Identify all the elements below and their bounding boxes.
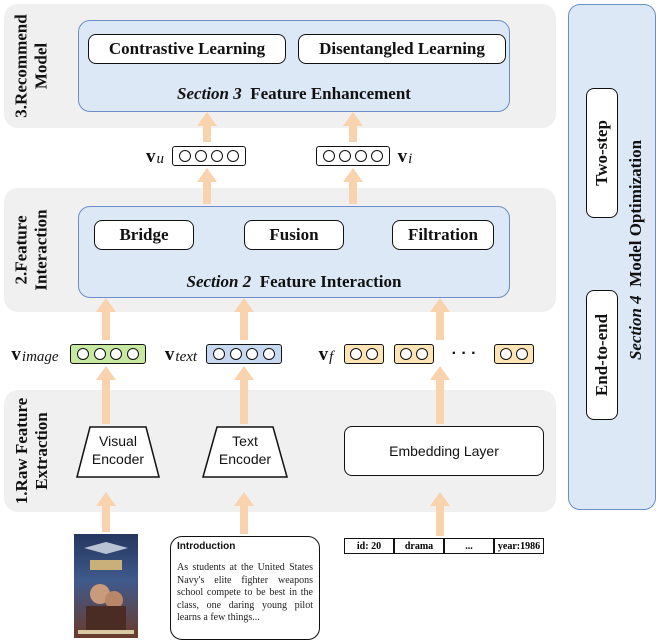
v-f-vector <box>344 344 384 364</box>
section2-number: Section 2 <box>186 272 252 291</box>
vector-cell <box>339 150 351 162</box>
vector-cell <box>415 348 428 360</box>
section3-name: Feature Enhancement <box>250 84 411 103</box>
introduction-text: As students at the United States Navy's … <box>177 562 313 623</box>
metadata-genre: drama <box>394 538 444 554</box>
vector-cell <box>400 348 413 360</box>
vector-cell <box>246 348 259 360</box>
bridge-module: Bridge <box>94 220 194 250</box>
vector-cell <box>126 348 139 360</box>
vector-cell <box>227 150 239 162</box>
interaction-layer-label: 2.Feature Interaction <box>12 209 51 291</box>
vector-cell <box>229 348 242 360</box>
disentangled-learning-module: Disentangled Learning <box>298 34 506 64</box>
contrastive-learning-module: Contrastive Learning <box>88 34 286 64</box>
vector-cell <box>355 150 367 162</box>
section4-name: Model Optimization <box>626 139 645 287</box>
visual-encoder-shape <box>76 426 160 478</box>
vector-cell <box>350 348 363 360</box>
fusion-module: Fusion <box>244 220 344 250</box>
v-u-vector <box>172 146 246 166</box>
vector-cell <box>371 150 383 162</box>
vector-cell <box>323 150 335 162</box>
vector-cell <box>110 348 123 360</box>
v-image-vector <box>70 344 146 364</box>
embedding-layer-box: Embedding Layer <box>344 426 544 476</box>
section4-number: Section 4 <box>626 295 645 361</box>
vector-cell <box>211 150 223 162</box>
filtration-module: Filtration <box>392 220 494 250</box>
v-i-vector <box>316 146 390 166</box>
field-vector-n <box>494 344 534 364</box>
section3-caption: Section 3 Feature Enhancement <box>78 84 510 104</box>
section3-number: Section 3 <box>177 84 242 103</box>
vector-cell <box>179 150 191 162</box>
field-vector-2 <box>394 344 434 364</box>
vector-cell <box>93 348 106 360</box>
introduction-card: Introduction As students at the United S… <box>170 536 320 640</box>
vector-cell <box>213 348 226 360</box>
movie-poster-image <box>74 534 138 638</box>
vector-cell <box>515 348 528 360</box>
vector-cell <box>77 348 90 360</box>
vector-cell <box>195 150 207 162</box>
vector-cell <box>262 348 275 360</box>
introduction-title: Introduction <box>177 541 236 552</box>
vector-cell <box>365 348 378 360</box>
metadata-year: year:1986 <box>494 538 544 554</box>
metadata-id: id: 20 <box>344 538 394 554</box>
section2-caption: Section 2 Feature Interaction <box>78 272 510 292</box>
vector-cell <box>500 348 513 360</box>
text-encoder-label: Text Encoder <box>218 433 272 467</box>
extraction-layer-label: 1.Raw Feature Extraction <box>12 397 52 505</box>
visual-encoder-label: Visual Encoder <box>91 433 145 467</box>
section4-caption: Section 4 Model Optimization <box>618 80 654 420</box>
two-step-module: Two-step <box>586 88 618 218</box>
section2-name: Feature Interaction <box>259 272 402 291</box>
metadata-ellipsis: ... <box>444 538 494 554</box>
vector-ellipsis: · · · <box>451 345 477 362</box>
text-encoder-shape <box>202 426 288 478</box>
end-to-end-module: End-to-end <box>586 290 618 420</box>
v-text-vector <box>206 344 282 364</box>
metadata-table: id: 20 drama ... year:1986 <box>344 538 544 554</box>
recommend-layer-label: 3.Recommend Model <box>12 14 51 118</box>
